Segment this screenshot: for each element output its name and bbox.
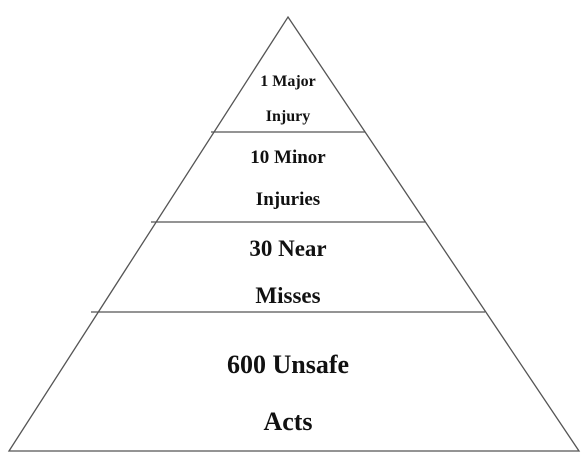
tier-minor-injuries: 10 Minor Injuries [250, 147, 326, 210]
tier-major-injury: 1 Major Injury [260, 73, 316, 125]
tier-unsafe-acts-line-1: 600 Unsafe [227, 350, 349, 379]
pyramid-outline [7, 15, 581, 452]
tier-near-misses-line-1: 30 Near [249, 236, 326, 261]
tier-minor-injuries-line-2: Injuries [256, 189, 320, 210]
tier-major-injury-line-1: 1 Major [260, 73, 316, 90]
tier-major-injury-line-2: Injury [266, 108, 310, 125]
tier-minor-injuries-line-1: 10 Minor [250, 147, 326, 168]
tier-unsafe-acts: 600 Unsafe Acts [227, 350, 349, 436]
tier-near-misses: 30 Near Misses [249, 236, 326, 308]
tier-unsafe-acts-line-2: Acts [263, 407, 312, 436]
tier-near-misses-line-2: Misses [255, 283, 320, 308]
